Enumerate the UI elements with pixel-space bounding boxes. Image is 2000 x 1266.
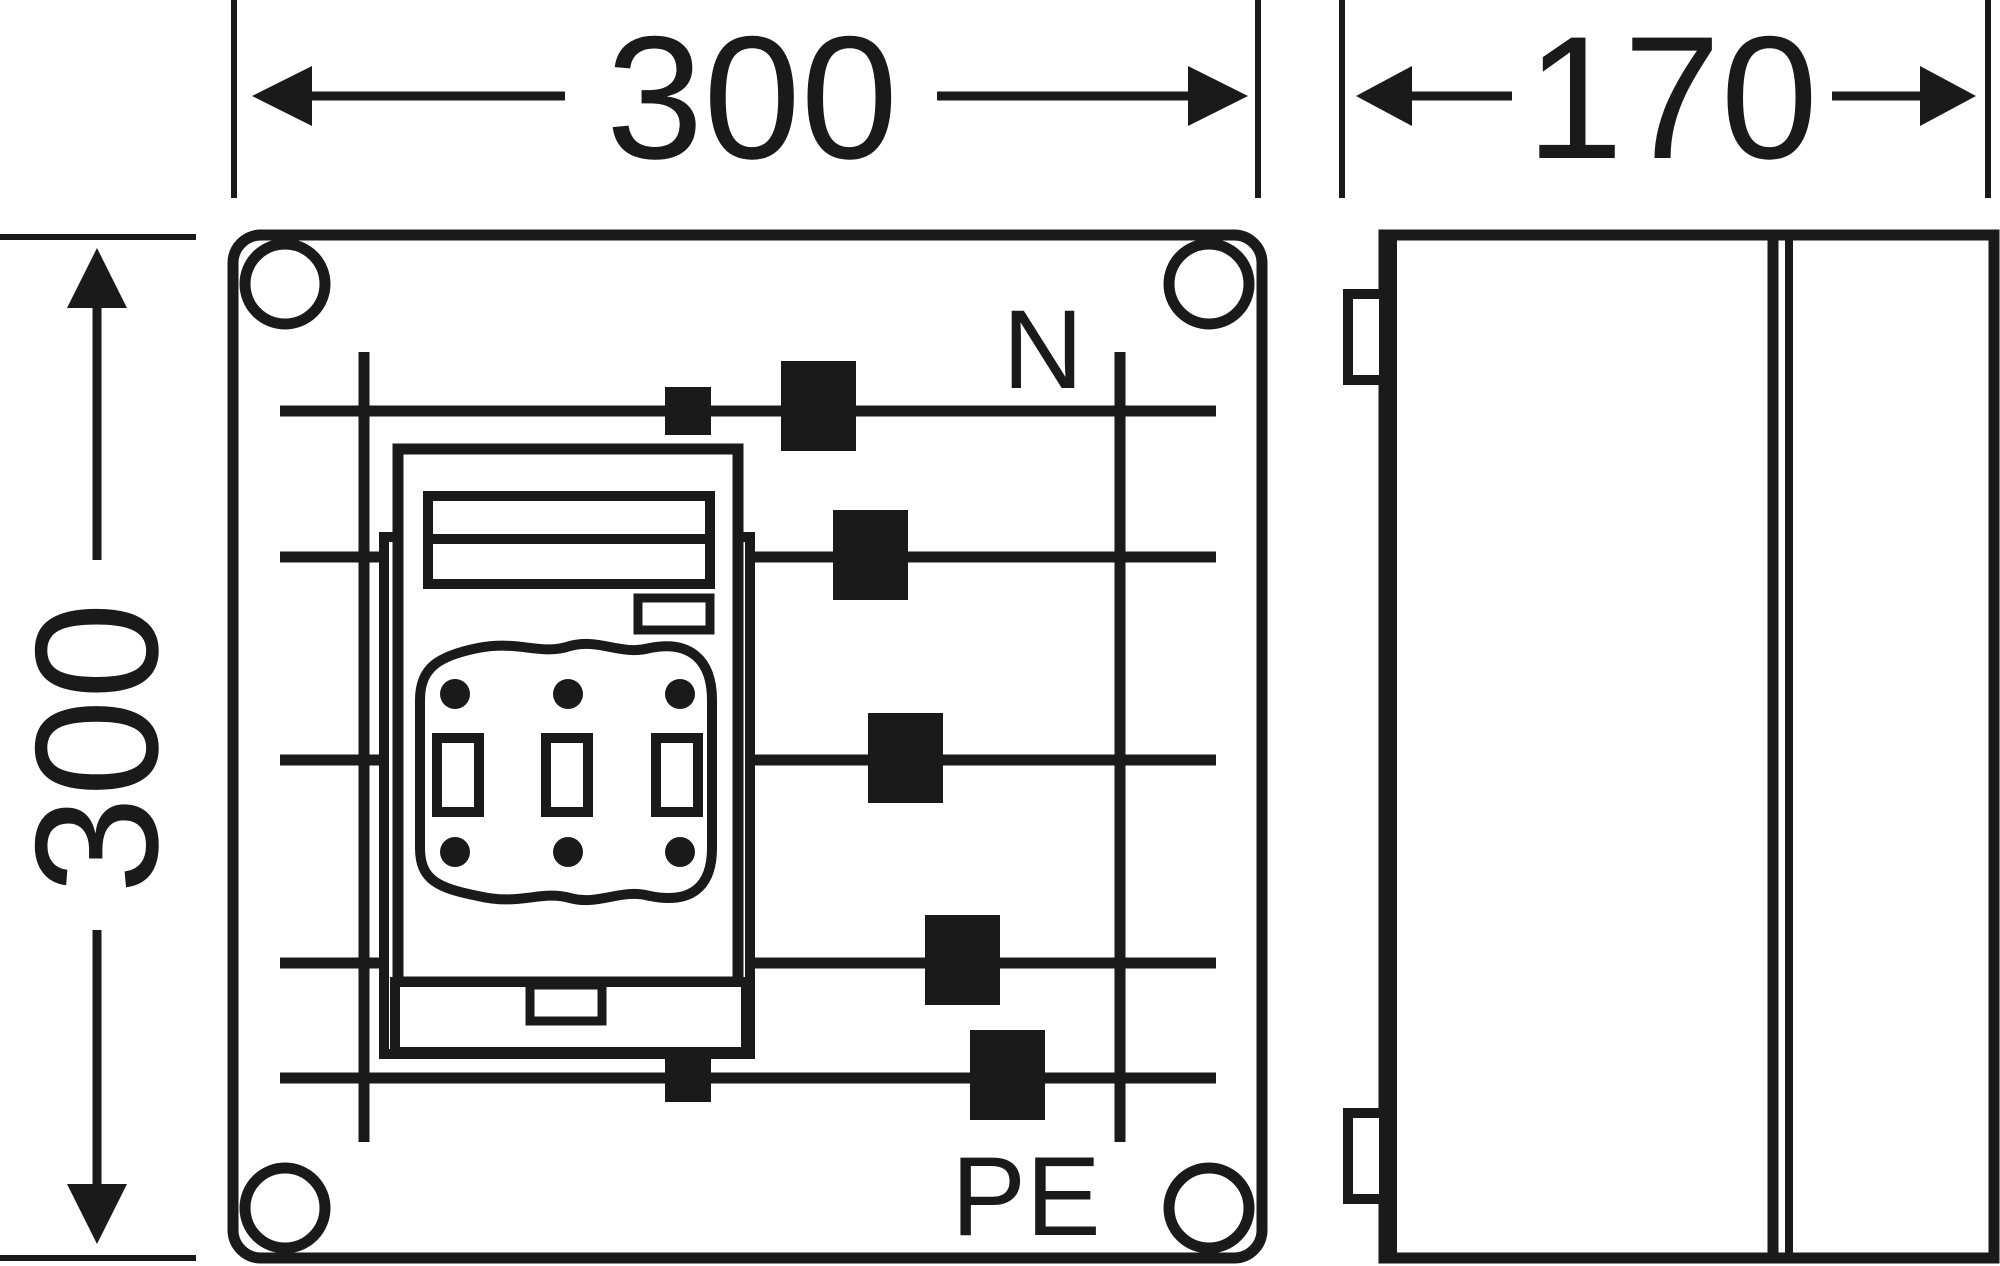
contact-dot <box>665 679 695 709</box>
arrow-left-icon <box>252 66 312 126</box>
dimension-front-width-label: 300 <box>606 1 898 196</box>
contact-dot <box>553 837 583 867</box>
contact-dot <box>665 837 695 867</box>
front-view: N PE <box>227 229 1268 1264</box>
terminal-block-pe <box>970 1030 1045 1120</box>
contact-dot <box>553 679 583 709</box>
enclosure-side-outline <box>1378 229 2000 1264</box>
indicator-window <box>633 593 715 635</box>
screw-hole-top-right-icon <box>1163 238 1255 330</box>
terminal-block-l1 <box>833 510 908 600</box>
contact-dot <box>440 679 470 709</box>
contact-dot <box>440 837 470 867</box>
arrow-left-icon <box>1356 66 1412 126</box>
terminal-block-small-top <box>665 387 711 435</box>
arrow-right-icon <box>1188 66 1248 126</box>
terminal-block-neutral <box>781 361 856 451</box>
screw-hole-bottom-right-icon <box>1163 1162 1255 1254</box>
module-base-tab <box>525 980 607 1026</box>
terminal-block-l3 <box>925 915 1000 1005</box>
terminal-blocks <box>665 361 1045 1120</box>
arrow-down-icon <box>67 1184 127 1244</box>
dimension-side-depth-label: 170 <box>1526 1 1818 196</box>
fuse-holder-3 <box>651 733 703 817</box>
enclosure-front-outline <box>227 229 1268 1264</box>
switch-disconnector-module <box>379 443 755 1059</box>
terminal-block-small-bottom <box>665 1054 711 1102</box>
dimension-front-width: 300 <box>231 0 1261 198</box>
screw-hole-top-left-icon <box>239 238 331 330</box>
arrow-up-icon <box>67 248 127 308</box>
dimension-side-depth: 170 <box>1339 0 1991 198</box>
dimension-front-height-label: 300 <box>0 602 195 894</box>
protective-earth-label: PE <box>951 1134 1100 1259</box>
dimension-front-height: 300 <box>0 234 196 1261</box>
screw-hole-bottom-left-icon <box>239 1162 331 1254</box>
hinge-bottom-icon <box>1343 1108 1389 1204</box>
side-view <box>1343 229 2000 1264</box>
fuse-holder-2 <box>541 733 593 817</box>
neutral-label: N <box>1003 287 1084 412</box>
arrow-right-icon <box>1920 66 1976 126</box>
terminal-block-l2 <box>868 713 943 803</box>
fuse-holder-1 <box>432 733 484 817</box>
hinge-top-icon <box>1343 289 1389 385</box>
